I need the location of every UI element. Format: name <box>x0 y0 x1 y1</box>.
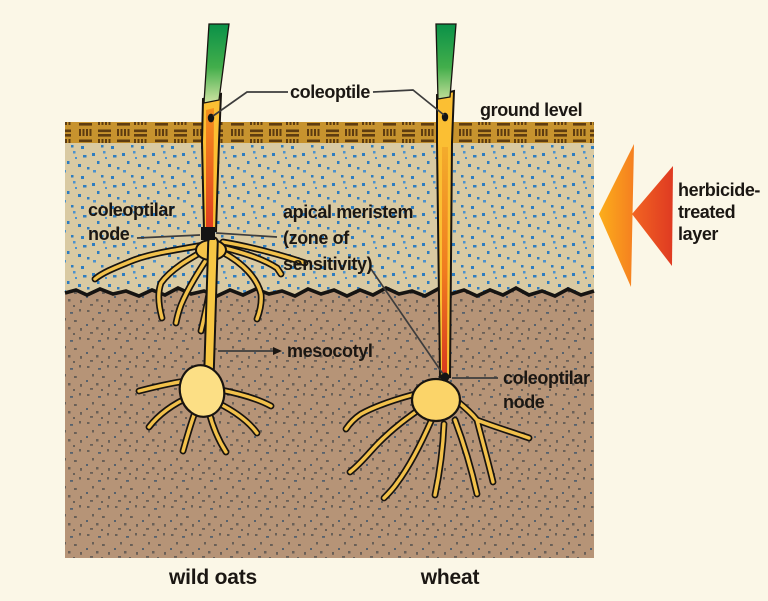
layer-boundary-wavy-line <box>64 285 595 298</box>
ground-band-hatching <box>65 122 594 143</box>
label-coleoptile: coleoptile <box>290 82 370 102</box>
label-mesocotyl: mesocotyl <box>287 341 372 361</box>
herbicide-arrow-outer-chevron <box>599 144 634 287</box>
soil-lower-speckles <box>65 265 594 558</box>
wheat-plant <box>346 23 529 498</box>
wheat-stem-core <box>442 147 448 374</box>
label-ground-level: ground level <box>480 100 582 120</box>
wild-oats-mesocotyl <box>209 242 213 372</box>
wild-oats-node-marker <box>201 227 215 240</box>
wild-oats-coleoptile-dot <box>207 113 215 123</box>
leader-lines <box>136 89 498 379</box>
label-wheat: wheat <box>420 566 480 589</box>
wheat-shoot <box>435 23 457 100</box>
leader-coleoptile-left <box>212 91 288 117</box>
label-left-coleoptilar: coleoptilar <box>88 200 175 220</box>
herbicide-arrow-inner-chevron <box>632 166 673 266</box>
label-wild-oats: wild oats <box>168 566 257 589</box>
soil-panel <box>64 122 595 558</box>
wild-oats-stem-core <box>206 108 214 229</box>
wheat-node-marker <box>440 372 450 382</box>
leader-coleoptile-right <box>372 89 445 116</box>
label-herbicide: herbicide- <box>678 180 760 200</box>
label-zone-of: (zone of <box>283 228 350 248</box>
herbicide-arrow <box>599 144 673 287</box>
label-layer: layer <box>678 224 718 244</box>
label-treated: treated <box>678 202 735 222</box>
leader-left-node <box>136 234 201 239</box>
leader-apical-to-wheat <box>370 268 444 375</box>
label-right-coleoptilar: coleoptilar <box>503 368 590 388</box>
wild-oats-plant <box>95 23 305 452</box>
wheat-node-blob <box>410 377 462 423</box>
mesocotyl-arrowhead <box>273 347 282 355</box>
label-sensitivity: sensitivity) <box>283 254 373 274</box>
label-apical-meristem: apical meristem <box>283 202 413 222</box>
leader-apical-to-node <box>215 232 278 238</box>
wild-oats-shoot <box>203 23 230 104</box>
label-left-node: node <box>88 224 130 244</box>
label-right-node: node <box>503 392 545 412</box>
wild-oats-seed <box>178 364 226 418</box>
